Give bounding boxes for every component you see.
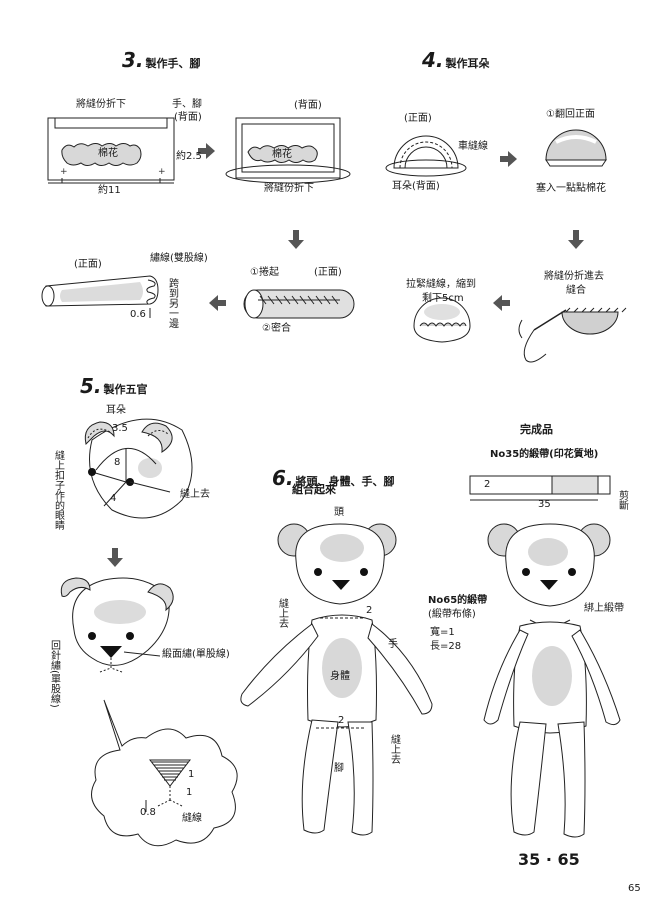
label-stitch-line: 縫線 bbox=[182, 813, 202, 824]
label-back-stitch: 回針繡(單股線) bbox=[48, 640, 60, 708]
label-hand: 手 bbox=[388, 639, 398, 650]
step4-ear-half-circle bbox=[385, 135, 467, 177]
section-title: 製作耳朵 bbox=[445, 57, 490, 70]
label-sew-on-left: 縫上去 bbox=[276, 598, 288, 628]
arrow-left-icon bbox=[493, 295, 510, 311]
label-ribbon-65-sub: (緞帶布條) bbox=[428, 609, 476, 620]
label-fold-down: 將縫份折下 bbox=[76, 99, 126, 110]
step4-gathered-ear bbox=[413, 297, 471, 343]
section-3-header: 3. 製作手、腳 bbox=[122, 48, 201, 72]
step4-sewing-ear bbox=[518, 307, 627, 363]
label-ribbon-35: No35的緞帶(印花質地) bbox=[490, 449, 599, 460]
arrow-right-icon bbox=[500, 151, 517, 167]
section-5-header: 5. 製作五官 bbox=[80, 374, 148, 398]
label-front: (正面) bbox=[74, 259, 102, 270]
label-seal: ②密合 bbox=[262, 323, 291, 334]
step3-roll-tube bbox=[243, 289, 355, 319]
label-machine-stitch: 車縫線 bbox=[458, 141, 488, 152]
step3-fabric-1: + + bbox=[47, 117, 175, 184]
label-dim-0-8: 0.8 bbox=[140, 807, 156, 818]
step3-fabric-2 bbox=[225, 117, 351, 184]
arrow-down-icon bbox=[107, 548, 123, 567]
section-title: 將頭、身體、手、腳 bbox=[295, 475, 395, 488]
label-dim-2-b: 2 bbox=[338, 715, 345, 726]
section-number: 4. bbox=[422, 48, 444, 72]
label-approx-2-5: 約2.5 bbox=[176, 151, 202, 162]
label-ear-back: 耳朵(背面) bbox=[392, 181, 440, 192]
label-ear-front: (正面) bbox=[404, 113, 432, 124]
label-back-side: (背面) bbox=[174, 112, 202, 123]
section-title: 製作五官 bbox=[103, 383, 148, 396]
step6-bear-diagram bbox=[240, 523, 433, 836]
label-sew-on-right: 縫上去 bbox=[388, 734, 400, 764]
label-turn-out: ①翻回正面 bbox=[546, 109, 595, 120]
label-ear: 耳朵 bbox=[106, 405, 126, 416]
label-dim-0-6: 0.6 bbox=[130, 309, 146, 320]
label-pull-tight: 拉緊縫線，縮到 bbox=[406, 279, 476, 290]
label-body: 身體 bbox=[330, 671, 350, 682]
label-stuff-cotton: 塞入一點點棉花 bbox=[536, 183, 606, 194]
label-front-2: (正面) bbox=[314, 267, 342, 278]
label-tie-ribbon: 綁上緞帶 bbox=[584, 603, 624, 614]
arrow-right-icon bbox=[198, 143, 215, 159]
svg-text:+: + bbox=[60, 167, 68, 177]
label-back-side-2: (背面) bbox=[294, 100, 322, 111]
label-hand-foot: 手、腳 bbox=[172, 99, 202, 110]
label-cut: 剪斷 bbox=[616, 490, 628, 510]
section-number: 3. bbox=[122, 48, 144, 72]
section-4-header: 4. 製作耳朵 bbox=[422, 48, 490, 72]
page-number: 65 bbox=[628, 883, 641, 894]
label-dim-4: 4 bbox=[110, 493, 117, 504]
step4-ear-turned bbox=[545, 129, 607, 167]
label-dim-1-a: 1 bbox=[188, 769, 195, 780]
label-cotton-2: 棉花 bbox=[272, 149, 292, 160]
label-sew-on: 縫上去 bbox=[180, 489, 210, 500]
label-roll: ①捲起 bbox=[250, 267, 279, 278]
label-dim-35: 35 bbox=[538, 499, 551, 510]
svg-text:+: + bbox=[158, 167, 166, 177]
label-fold-in: 將縫份折進去 bbox=[544, 271, 604, 282]
step5-zoom-bubble bbox=[91, 699, 238, 847]
arrow-down-icon bbox=[568, 230, 584, 249]
label-dim-1-b: 1 bbox=[186, 787, 193, 798]
label-dim-3-5: 3.5 bbox=[112, 423, 128, 434]
step5-face-finished bbox=[60, 577, 174, 673]
section-number: 5. bbox=[80, 374, 102, 398]
step3-finished-limb bbox=[41, 275, 159, 318]
label-shrink-5: 剩下5cm bbox=[422, 293, 464, 304]
label-width: 寬=1 bbox=[430, 627, 455, 638]
finished-ribbon-35 bbox=[469, 475, 611, 501]
label-satin-stitch: 緞面繡(單股線) bbox=[162, 649, 230, 660]
label-approx-11: 約11 bbox=[98, 185, 121, 196]
arrow-left-icon bbox=[209, 295, 226, 311]
finished-bear bbox=[483, 523, 621, 838]
model-numbers: 35 · 65 bbox=[518, 850, 580, 869]
label-dim-2: 2 bbox=[484, 479, 491, 490]
section-6-header: 6. 將頭、身體、手、腳 bbox=[272, 466, 395, 490]
section-title: 製作手、腳 bbox=[145, 57, 201, 70]
label-leg: 腳 bbox=[334, 763, 344, 774]
label-stitch-double: 繡線(雙股線) bbox=[150, 253, 208, 264]
label-dim-8: 8 bbox=[114, 457, 121, 468]
label-head: 頭 bbox=[334, 507, 344, 518]
label-button-eyes: 縫上扣子作的眼睛 bbox=[52, 450, 64, 530]
label-length: 長=28 bbox=[430, 641, 462, 652]
label-ribbon-65: No65的緞帶 bbox=[428, 595, 488, 606]
label-fold-down-2: 將縫份折下 bbox=[264, 183, 314, 194]
section-6-title-line2: 組合起來 bbox=[292, 483, 336, 496]
label-cotton: 棉花 bbox=[98, 148, 118, 159]
step5-head-sketch bbox=[84, 418, 193, 519]
label-sew: 縫合 bbox=[566, 285, 586, 296]
section-number: 6. bbox=[272, 466, 294, 490]
label-to-other-side: 跨到另一邊 bbox=[166, 278, 178, 328]
label-finished-title: 完成品 bbox=[520, 423, 553, 436]
arrow-down-icon bbox=[288, 230, 304, 249]
label-dim-2-a: 2 bbox=[366, 605, 373, 616]
